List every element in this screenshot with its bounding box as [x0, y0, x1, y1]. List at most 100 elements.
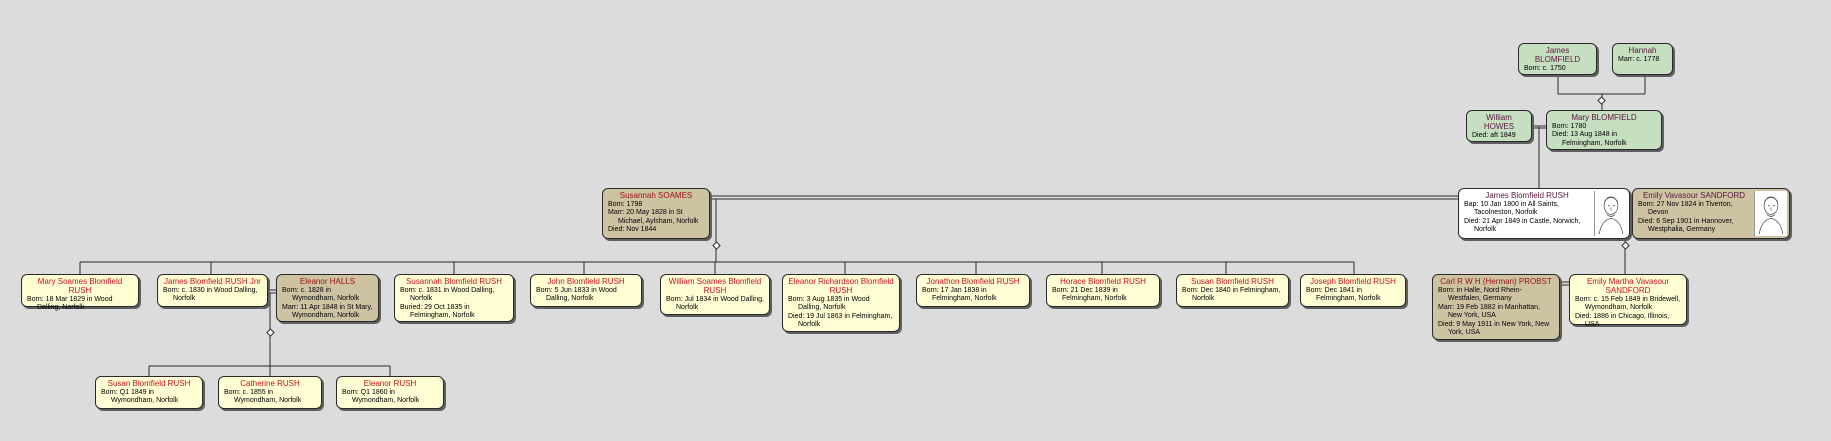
person-detail-line: Born: c. 1830 in Wood Dalling, Norfolk — [163, 287, 258, 303]
person-detail-line: Born: Jul 1834 in Wood Dalling, Norfolk — [666, 296, 764, 312]
person-name: Eleanor Richardson Blomfield RUSH — [788, 277, 894, 295]
portrait-image — [1594, 191, 1627, 236]
person-detail-line: Born: 1798 — [608, 201, 643, 208]
person-name: Emily Martha Vavasour SANDFORD — [1586, 277, 1670, 295]
person-detail-line: Marr: c. 1778 — [1618, 56, 1660, 63]
person-name: James Blomfield RUSH — [1485, 191, 1569, 200]
person-detail-line: Born: 3 Aug 1835 in Wood Dalling, Norfol… — [788, 296, 870, 312]
person-detail-line: Died: 21 Apr 1849 in Castle, Norwich, No… — [1464, 217, 1581, 234]
person-detail-line: Died: aft 1849 — [1472, 132, 1516, 139]
person-detail-line: Born: c. 1855 in Wymondham, Norfolk — [224, 389, 302, 405]
person-detail-line: Born: 1780 — [1552, 123, 1587, 130]
person-detail-line: Born: Dec 1840 in Felmingham, Norfolk — [1182, 287, 1281, 303]
person-detail-line: Died: Nov 1844 — [608, 226, 657, 234]
person-name: James BLOMFIELD — [1534, 46, 1581, 64]
person-detail-line: Born: 5 Jun 1833 in Wood Dalling, Norfol… — [536, 287, 617, 303]
person-name: Eleanor HALLS — [299, 277, 356, 286]
person-detail-line: Born: 27 Nov 1824 in Tiverton, Devon — [1638, 201, 1733, 217]
person-name: Susan Blomfield RUSH — [107, 379, 191, 388]
person-detail-line: Born: c. 1828 in Wymondham, Norfolk — [282, 287, 360, 303]
person-detail-line: Died: 13 Aug 1848 in Felmingham, Norfolk — [1552, 131, 1627, 147]
person-name: Hannah — [1628, 46, 1657, 55]
person-detail-line: Died: 9 May 1911 in New York, New York, … — [1438, 320, 1550, 337]
person-detail-line: Born: Q1 1860 in Wymondham, Norfolk — [342, 389, 420, 405]
person-detail-line: Born: 21 Dec 1839 in Felmingham, Norfolk — [1052, 287, 1127, 303]
person-name: Catherine RUSH — [240, 379, 300, 388]
person-detail-line: Bap: 10 Jan 1800 in All Saints, Tacolnes… — [1464, 201, 1559, 217]
person-name: John Blomfield RUSH — [547, 277, 625, 286]
person-detail-line: Marr: 11 Apr 1848 in St Mary, Wymondham,… — [282, 303, 373, 320]
person-detail-line: Died: 1886 in Chicago, Illinois, USA — [1575, 312, 1670, 329]
person-name: Mary Soames Blomfield RUSH — [37, 277, 123, 295]
person-name: William Soames Blomfield RUSH — [668, 277, 762, 295]
person-name: William HOWES — [1483, 113, 1515, 131]
person-name: Jonathon Blomfield RUSH — [926, 277, 1020, 286]
person-detail-line: Born: in Halle, Nord Rhein-Westfalen, Ge… — [1438, 287, 1522, 303]
person-detail-line: Marr: 19 Feb 1882 in Manhattan, New York… — [1438, 303, 1540, 320]
person-detail-line: Born: c. 15 Feb 1849 in Bridewell, Wymon… — [1575, 296, 1681, 312]
person-detail-line: Born: Dec 1841 in Felmingham, Norfolk — [1306, 287, 1381, 303]
person-name: Eleanor RUSH — [363, 379, 417, 388]
person-detail-line: Born: 18 Mar 1829 in Wood Dalling, Norfo… — [27, 296, 113, 312]
person-name: Emily Vavasour SANDFORD — [1642, 191, 1746, 200]
person-detail-line: Born: c. 1831 in Wood Dalling, Norfolk — [400, 287, 495, 303]
person-detail-line: Born: c. 1750 — [1524, 65, 1566, 72]
person-name: Susannah SOAMES — [619, 191, 693, 200]
person-detail-line: Born: Q1 1849 in Wymondham, Norfolk — [101, 389, 179, 405]
portrait-image — [1754, 191, 1787, 236]
person-name: Mary BLOMFIELD — [1571, 113, 1637, 122]
person-detail-line: Born: 17 Jan 1838 in Felmingham, Norfolk — [922, 287, 997, 303]
person-detail-line: Died: 19 Jul 1863 in Felmingham, Norfolk — [788, 312, 893, 329]
person-name: Horace Blomfield RUSH — [1060, 277, 1146, 286]
person-name: Carl R W H (Herman) PROBST — [1440, 277, 1552, 286]
person-name: Susan Blomfield RUSH — [1191, 277, 1274, 286]
person-name: Susannah Blomfield RUSH — [405, 277, 503, 286]
